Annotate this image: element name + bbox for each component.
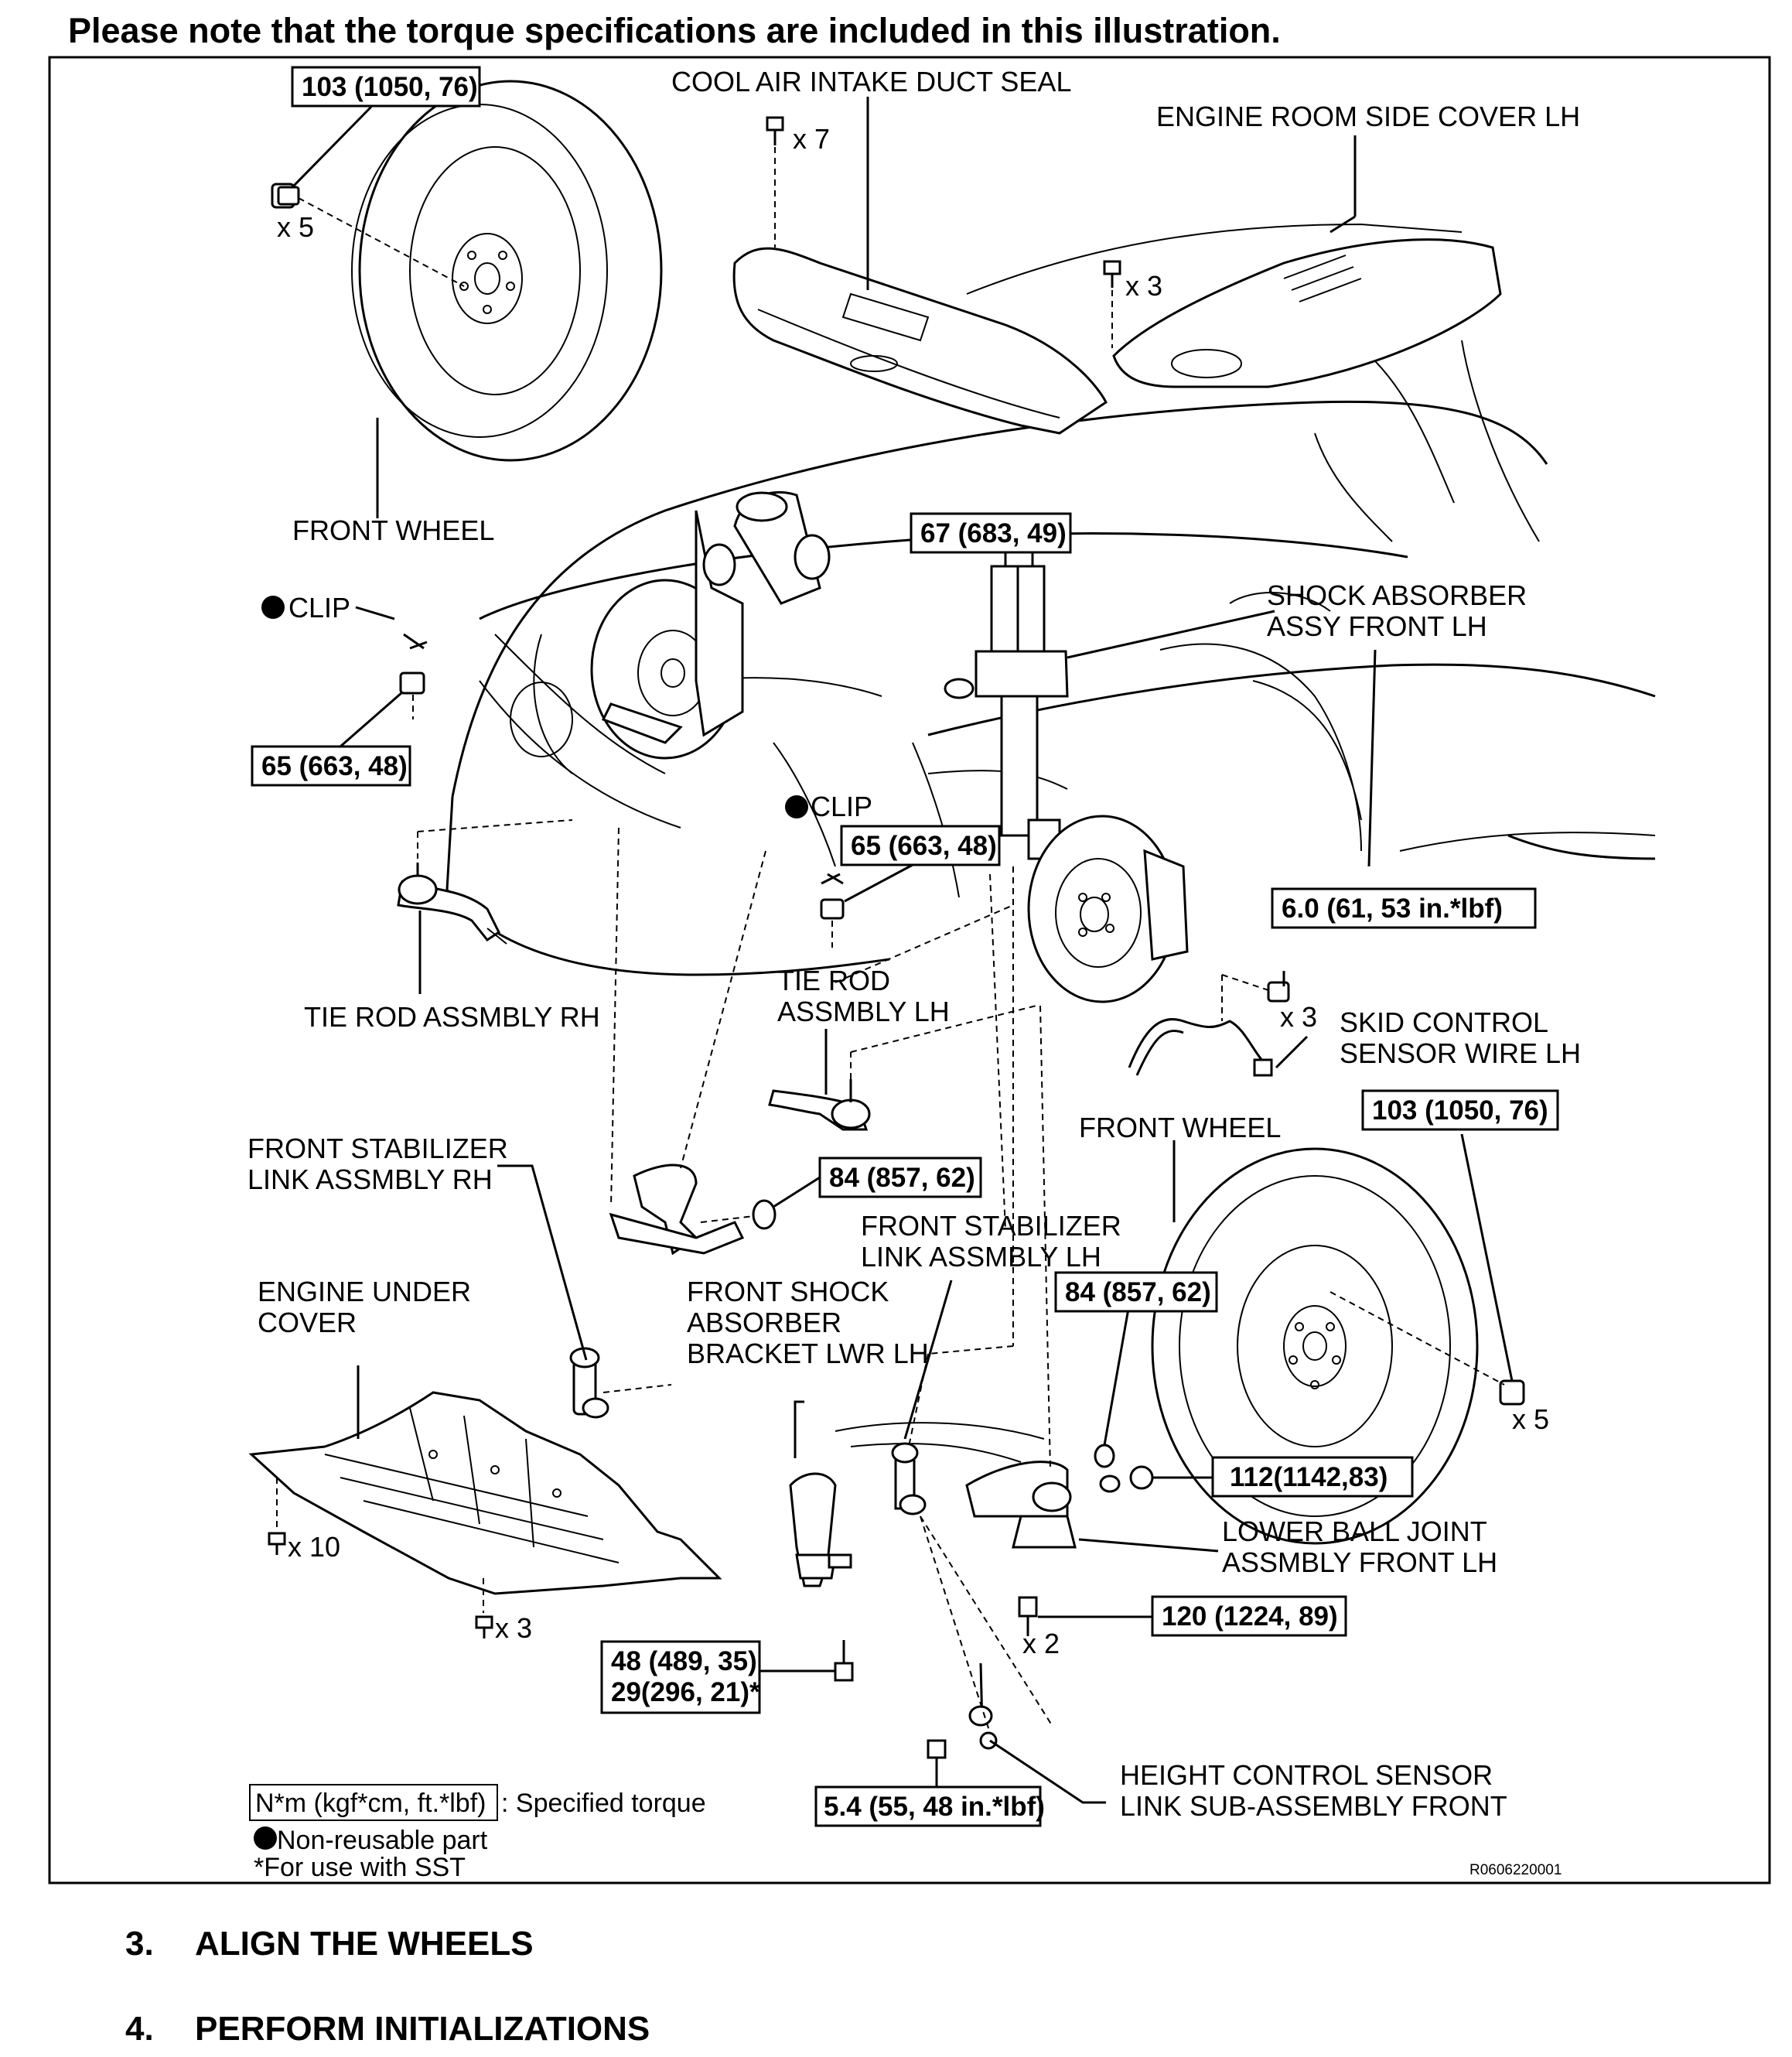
steering-knuckle-part [590, 490, 831, 760]
label-clip-2: CLIP [811, 791, 872, 822]
qty-x5-rh: x 5 [277, 211, 314, 243]
brake-disc-hub-lh-part [1027, 815, 1189, 1003]
label-height-control-2: LINK SUB-ASSEMBLY FRONT [1120, 1790, 1507, 1822]
page-note: Please note that the torque specificatio… [68, 11, 1281, 50]
qty-x5-lh: x 5 [1512, 1403, 1549, 1435]
label-shock-absorber-1: SHOCK ABSORBER [1267, 579, 1527, 611]
label-clip-1: CLIP [288, 592, 350, 624]
label-stabilizer-rh-1: FRONT STABILIZER [247, 1133, 508, 1164]
clip-icon [1103, 260, 1121, 288]
label-shock-absorber-2: ASSY FRONT LH [1267, 610, 1487, 642]
legend-nonreusable-mark [254, 1826, 277, 1850]
qty-x3-cover: x 3 [1125, 270, 1162, 302]
label-bracket-1: FRONT SHOCK [687, 1276, 889, 1307]
tie-rod-assembly-rh-part [397, 863, 507, 945]
clip-icon [475, 1615, 493, 1638]
qty-x3-sensor: x 3 [1280, 1001, 1317, 1033]
tie-rod-assembly-lh-part [768, 1079, 871, 1131]
torque-wheel-lh: 103 (1050, 76) [1372, 1095, 1548, 1126]
label-bracket-2: ABSORBER [687, 1307, 841, 1338]
nonreusable-mark [785, 795, 808, 818]
height-control-sensor-link-part [968, 1662, 998, 1750]
clip-icon [403, 633, 428, 650]
legend-sst: *For use with SST [254, 1853, 466, 1882]
torque-bracket-bolt-2: 29(296, 21)* [611, 1677, 760, 1707]
legend-unit-box: N*m (kgf*cm, ft.*lbf) [255, 1789, 486, 1818]
castle-nut-lh-icon [820, 898, 845, 920]
qty-x7: x 7 [793, 123, 830, 155]
torque-ball-joint-bolt: 120 (1224, 89) [1162, 1601, 1338, 1632]
torque-wheel-rh: 103 (1050, 76) [302, 72, 478, 102]
label-skid-control-2: SENSOR WIRE LH [1340, 1037, 1581, 1069]
qty-x2: x 2 [1022, 1628, 1060, 1659]
front-wheel-rh [351, 80, 663, 462]
label-height-control-1: HEIGHT CONTROL SENSOR [1120, 1759, 1493, 1791]
step-4-number: 4. [125, 2010, 154, 2048]
front-shock-absorber-bracket-lwr-lh-part [789, 1472, 837, 1587]
label-ball-joint-2: ASSMBLY FRONT LH [1222, 1546, 1497, 1578]
label-stabilizer-rh-2: LINK ASSMBLY RH [247, 1163, 493, 1195]
clip-icon [268, 1532, 286, 1555]
torque-stabilizer-lh: 84 (857, 62) [1065, 1277, 1211, 1307]
vehicle-body-outline [445, 223, 1656, 976]
castle-nut-rh-icon [399, 671, 425, 695]
clip-icon [766, 116, 784, 145]
front-stabilizer-link-lh-part [891, 1442, 927, 1515]
nut-icon [1094, 1444, 1154, 1493]
legend-nonreusable: Non-reusable part [277, 1826, 488, 1855]
figure-code: R0606220001 [1469, 1862, 1562, 1878]
skid-control-sensor-wire-lh-part [1128, 981, 1290, 1077]
clip-icon [821, 873, 844, 885]
shock-bracket-upper-part [609, 1163, 745, 1256]
bolt-icon [927, 1739, 947, 1759]
torque-tie-rod-rh: 65 (663, 48) [261, 751, 408, 781]
label-tie-rod-lh-2: ASSMBLY LH [777, 996, 950, 1027]
torque-ball-joint-nut: 112(1142,83) [1230, 1462, 1388, 1492]
shock-absorber-assy-front-lh-part [944, 565, 1069, 860]
label-bracket-3: BRACKET LWR LH [687, 1338, 929, 1369]
engine-room-side-cover-lh-part [1112, 238, 1502, 388]
nonreusable-mark [261, 596, 285, 619]
label-engine-under-cover-1: ENGINE UNDER [258, 1276, 471, 1307]
torque-bracket-bolt-1: 48 (489, 35) [611, 1646, 757, 1676]
step-3: 3. ALIGN THE WHEELS [125, 1925, 534, 1963]
torque-height-control: 5.4 (55, 48 in.*lbf) [824, 1792, 1045, 1822]
label-stabilizer-lh-2: LINK ASSMBLY LH [861, 1241, 1101, 1273]
label-tie-rod-rh: TIE ROD ASSMBLY RH [304, 1001, 600, 1033]
step-3-number: 3. [125, 1925, 154, 1963]
label-cool-air-intake-duct-seal: COOL AIR INTAKE DUCT SEAL [671, 66, 1071, 97]
label-tie-rod-lh-1: TIE ROD [777, 965, 890, 996]
torque-tie-rod-lh: 65 (663, 48) [851, 831, 997, 861]
qty-x3-under: x 3 [495, 1612, 532, 1644]
legend-unit-text: : Specified torque [501, 1789, 706, 1818]
torque-sensor-bolt: 6.0 (61, 53 in.*lbf) [1282, 894, 1503, 924]
engine-under-cover-part [248, 1391, 722, 1595]
wheel-nut-rh-icon [271, 183, 300, 209]
label-ball-joint-1: LOWER BALL JOINT [1222, 1515, 1487, 1547]
qty-x10: x 10 [288, 1531, 340, 1563]
label-skid-control-1: SKID CONTROL [1340, 1006, 1548, 1038]
bolt-icon [1018, 1596, 1038, 1636]
label-engine-under-cover-2: COVER [258, 1307, 357, 1338]
torque-shock-top: 67 (683, 49) [920, 518, 1067, 548]
nut-icon [752, 1199, 777, 1230]
front-wheel-lh [1151, 1147, 1479, 1545]
bolt-icon [828, 1553, 852, 1569]
diagram-frame [48, 56, 1771, 1884]
cool-air-intake-duct-seal-part [732, 247, 1108, 435]
torque-bracket-nut: 84 (857, 62) [829, 1163, 975, 1193]
step-4-text: PERFORM INITIALIZATIONS [195, 2010, 650, 2048]
label-stabilizer-lh-1: FRONT STABILIZER [861, 1210, 1121, 1242]
bolt-icon [834, 1640, 854, 1682]
front-stabilizer-link-rh-part [569, 1347, 609, 1419]
step-4: 4. PERFORM INITIALIZATIONS [125, 2010, 650, 2048]
label-front-wheel-rh: FRONT WHEEL [292, 514, 494, 546]
label-engine-room-side-cover: ENGINE ROOM SIDE COVER LH [1156, 101, 1580, 132]
label-front-wheel-lh: FRONT WHEEL [1079, 1112, 1281, 1143]
step-3-text: ALIGN THE WHEELS [195, 1925, 534, 1963]
lower-ball-joint-assembly-part [835, 1422, 1077, 1549]
